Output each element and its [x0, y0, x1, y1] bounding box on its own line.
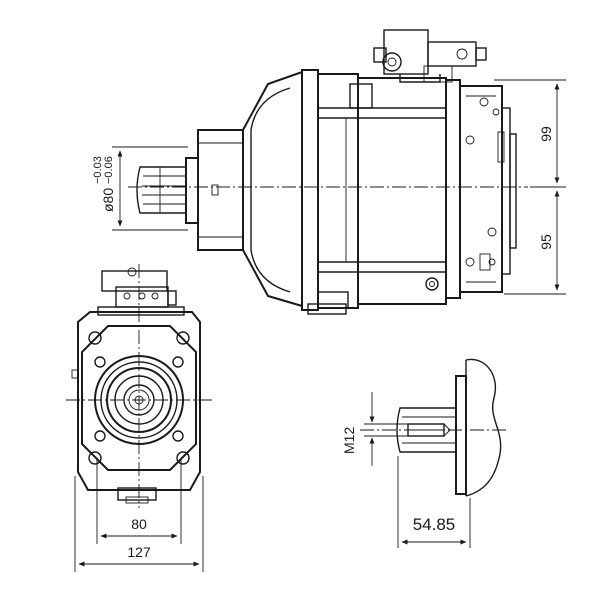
dim-overall-width: 127	[127, 544, 151, 560]
side-rear-cap	[425, 79, 517, 299]
side-front-housing	[242, 70, 303, 308]
side-main-body	[301, 69, 447, 315]
shaft-diameter-dimension: ø80 −0.03 −0.06	[92, 146, 188, 231]
dim-bolt-spacing: 80	[131, 516, 147, 532]
detail-flange	[455, 375, 467, 495]
detail-thread-dimension: M12	[341, 392, 408, 466]
dim-shaft-tol-upper: −0.03	[92, 156, 104, 184]
dim-shaft-length: 54.85	[413, 515, 456, 534]
front-width-80-dimension: 80	[96, 460, 182, 544]
shaft-detail-view: M12 54.85	[341, 358, 508, 548]
side-mount-flange	[185, 129, 244, 251]
front-flange	[81, 325, 197, 471]
side-top-valve	[373, 29, 487, 83]
dim-shaft-diameter: ø80	[100, 188, 116, 212]
dim-shaft-tol-lower: −0.06	[103, 156, 115, 184]
front-bottom-port	[117, 487, 157, 504]
detail-body-break	[465, 358, 502, 497]
side-view: 99 95 ø80 −0.03 −0.06	[92, 29, 566, 315]
dim-thread-size: M12	[341, 427, 357, 454]
front-width-127-dimension: 127	[74, 476, 204, 572]
side-height-dimensions: 99 95	[494, 79, 566, 295]
front-view: 80 127	[66, 264, 214, 572]
dim-upper-height: 99	[538, 126, 554, 142]
side-shaft	[136, 166, 187, 214]
detail-length-dimension: 54.85	[397, 456, 471, 548]
front-side-plug	[71, 369, 79, 379]
dim-lower-height: 95	[538, 234, 554, 250]
front-top-valve	[97, 267, 185, 316]
